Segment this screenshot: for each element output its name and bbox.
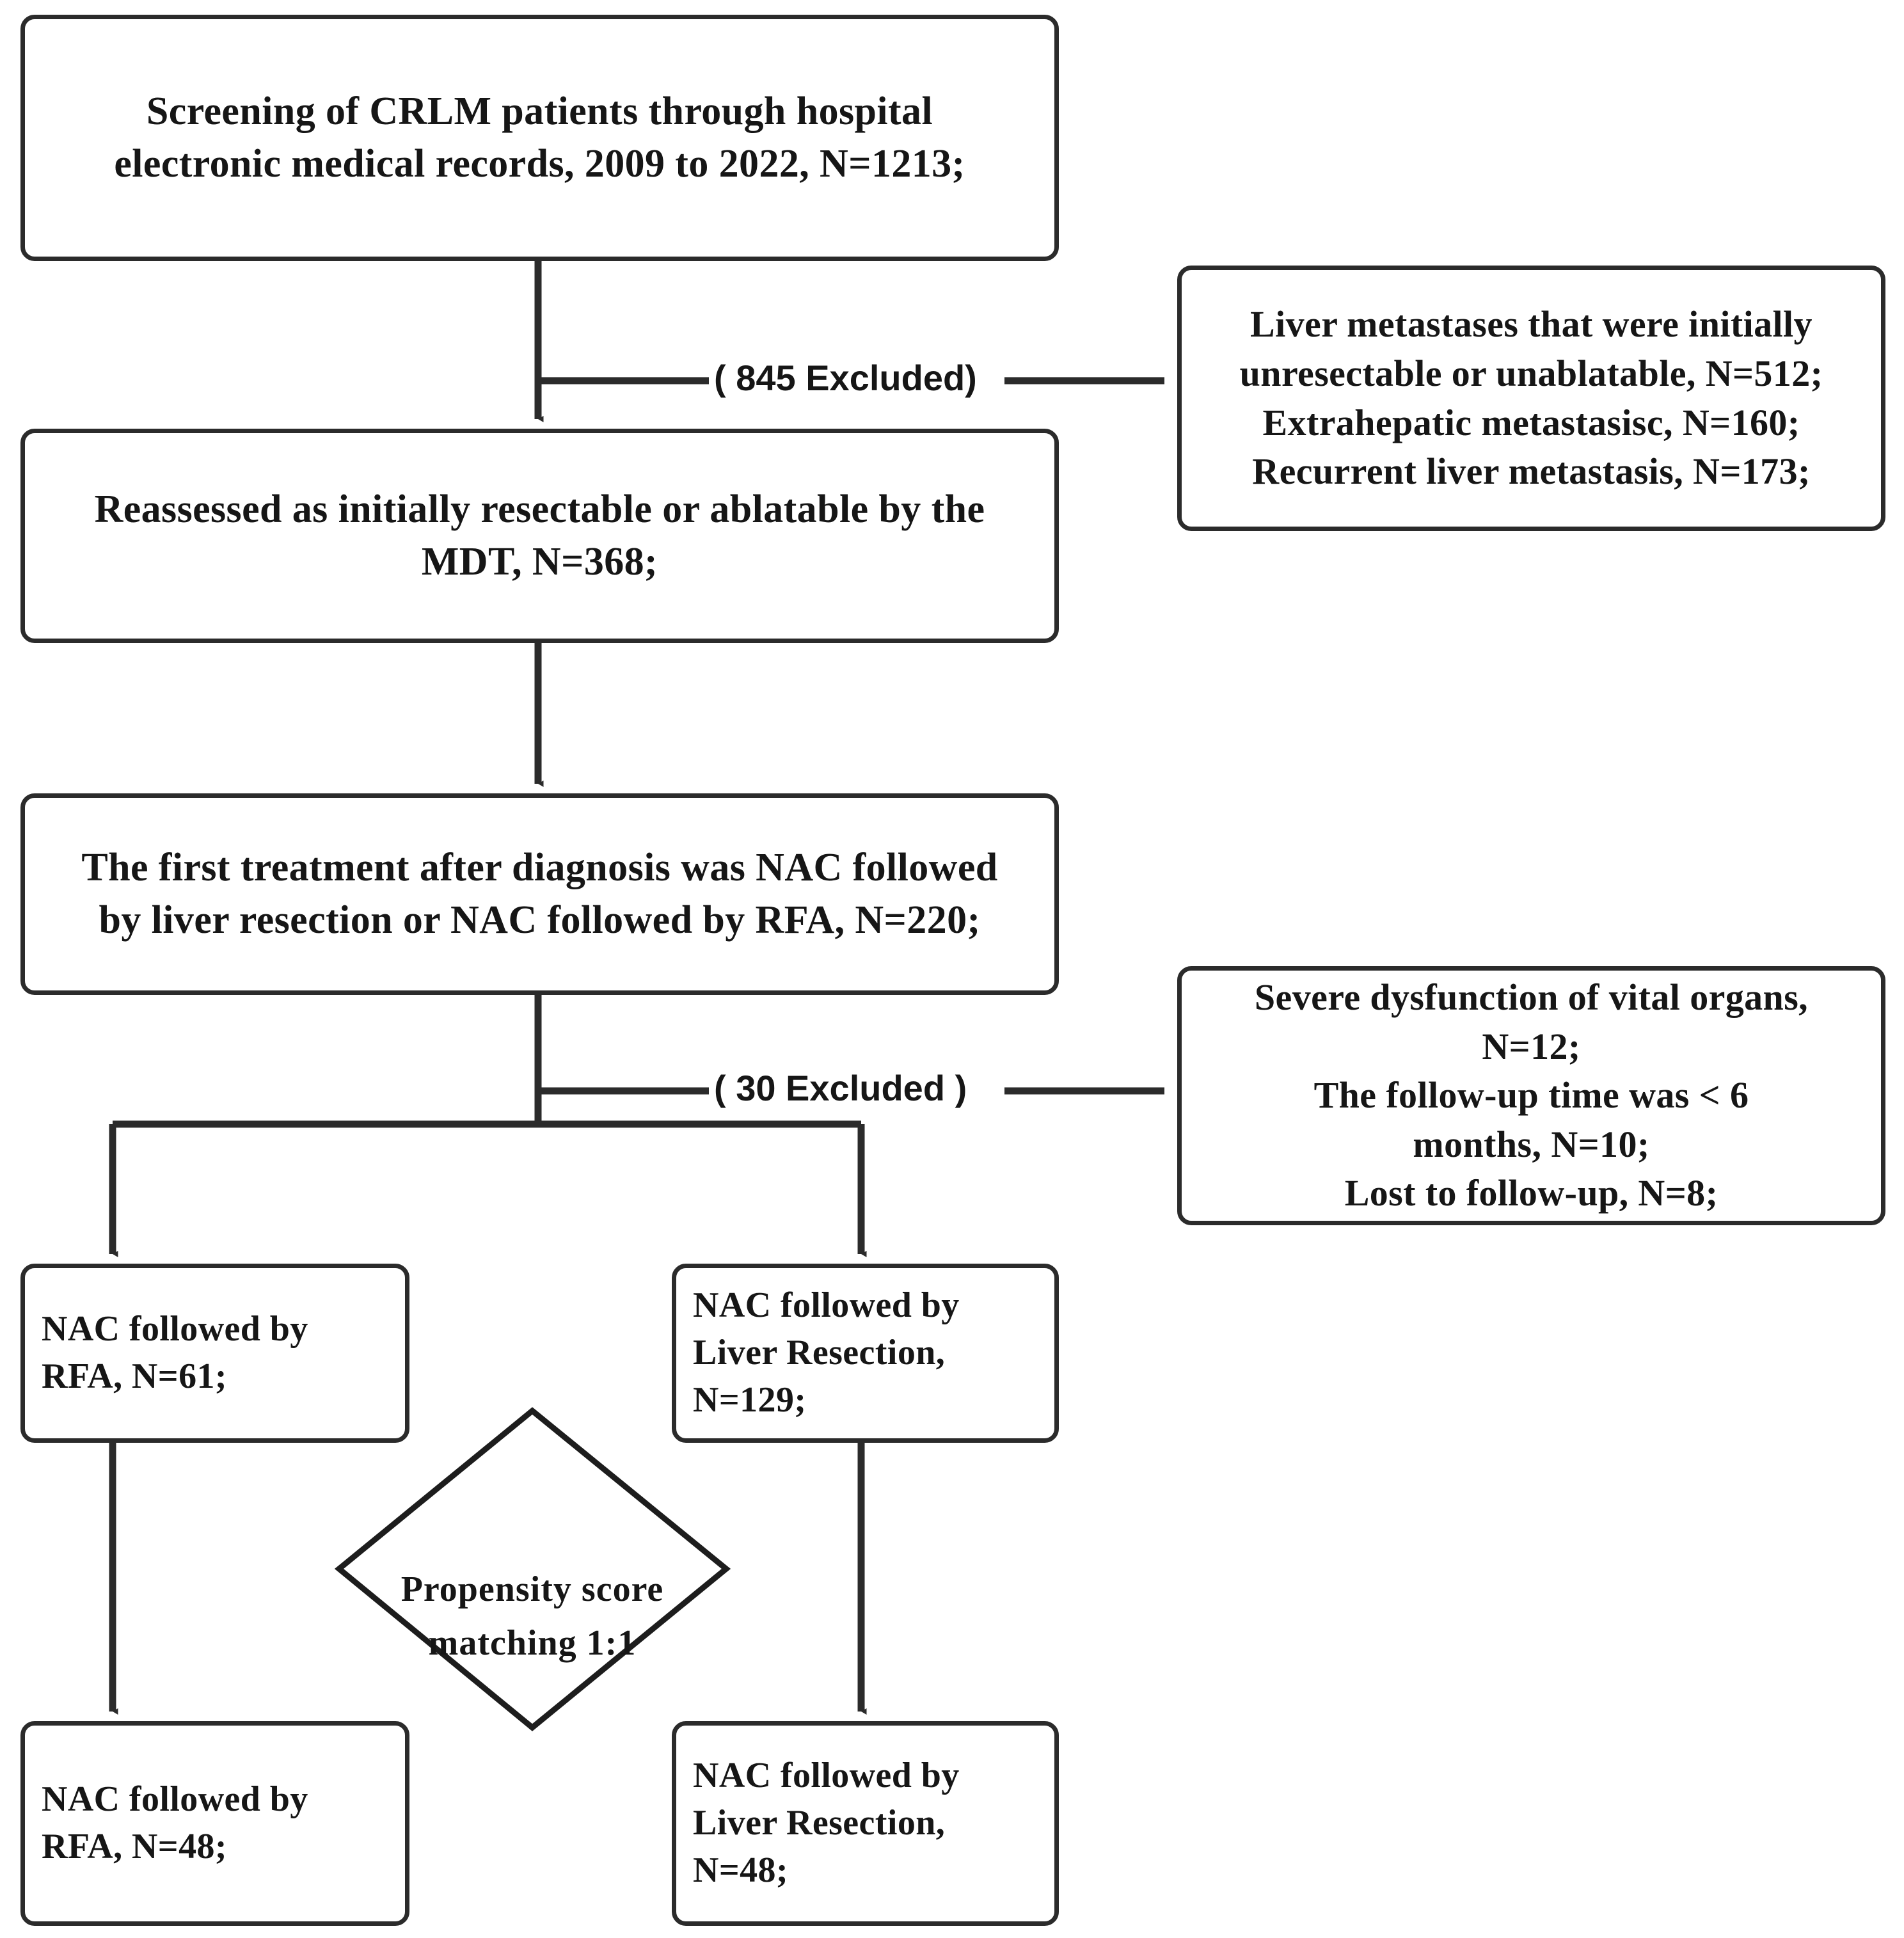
node-nac-rfa-pre-psm-label: NAC followed by RFA, N=61; bbox=[42, 1309, 308, 1396]
node-nac-resection-post-psm-label: NAC followed by Liver Resection, N=48; bbox=[693, 1756, 960, 1890]
edge-label-excluded-845: ( 845 Excluded) bbox=[709, 360, 982, 396]
node-nac-rfa-post-psm-label: NAC followed by RFA, N=48; bbox=[42, 1779, 308, 1866]
node-screening: Screening of CRLM patients through hospi… bbox=[20, 15, 1059, 261]
edge-label-excluded-845-text: ( 845 Excluded) bbox=[714, 358, 977, 398]
psm-diamond-text: Propensity score matching 1:1 bbox=[401, 1569, 664, 1663]
node-first-treatment-label: The first treatment after diagnosis was … bbox=[81, 845, 998, 942]
edge-label-excluded-30-text: ( 30 Excluded ) bbox=[714, 1068, 967, 1108]
edge-label-excluded-30: ( 30 Excluded ) bbox=[709, 1070, 972, 1106]
node-excluded-reasons-2-label: Severe dysfunction of vital organs, N=12… bbox=[1254, 976, 1809, 1214]
node-nac-resection-post-psm: NAC followed by Liver Resection, N=48; bbox=[672, 1721, 1059, 1926]
node-screening-label: Screening of CRLM patients through hospi… bbox=[114, 89, 965, 186]
node-nac-rfa-post-psm: NAC followed by RFA, N=48; bbox=[20, 1721, 409, 1926]
node-first-treatment: The first treatment after diagnosis was … bbox=[20, 793, 1059, 995]
node-excluded-reasons-1: Liver metastases that were initially unr… bbox=[1177, 266, 1885, 531]
psm-diamond-label: Propensity score matching 1:1 bbox=[340, 1509, 724, 1670]
node-nac-rfa-pre-psm: NAC followed by RFA, N=61; bbox=[20, 1264, 409, 1443]
node-reassessed-label: Reassessed as initially resectable or ab… bbox=[94, 487, 985, 584]
node-nac-resection-pre-psm-label: NAC followed by Liver Resection, N=129; bbox=[693, 1285, 960, 1420]
node-reassessed: Reassessed as initially resectable or ab… bbox=[20, 429, 1059, 643]
node-nac-resection-pre-psm: NAC followed by Liver Resection, N=129; bbox=[672, 1264, 1059, 1443]
node-excluded-reasons-1-label: Liver metastases that were initially unr… bbox=[1239, 303, 1823, 493]
psm-diamond-shape bbox=[334, 1407, 731, 1731]
node-excluded-reasons-2: Severe dysfunction of vital organs, N=12… bbox=[1177, 966, 1885, 1225]
